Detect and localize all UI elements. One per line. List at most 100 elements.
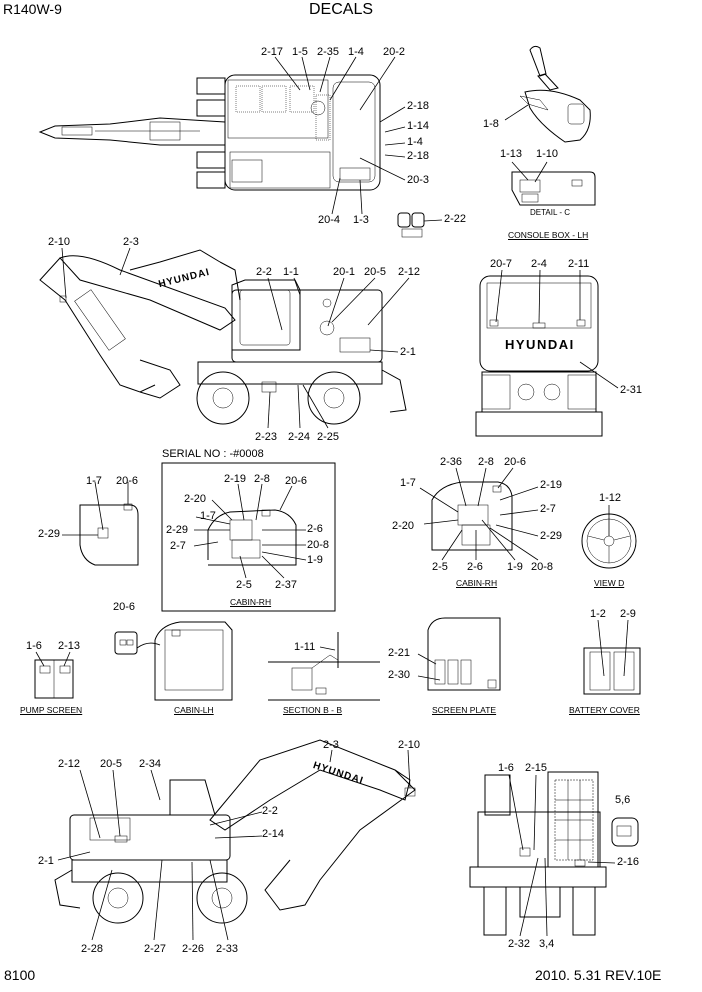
callout: 2-11 xyxy=(568,258,590,270)
callout: 2-1 xyxy=(400,346,416,358)
view-d-caption: VIEW D xyxy=(594,578,625,588)
callout: 2-18 xyxy=(407,150,430,162)
callout: 20-7 xyxy=(490,258,513,270)
top-view-drawing xyxy=(38,56,406,215)
callout: 2-5 xyxy=(236,579,252,591)
part-2-22-drawing xyxy=(397,212,443,238)
cab-right-drawing xyxy=(419,467,539,561)
callout: 1-7 xyxy=(86,475,102,487)
callout: 2-19 xyxy=(540,479,563,491)
callout: 2-23 xyxy=(255,431,278,443)
callout: 2-22 xyxy=(444,213,467,225)
callout: 2-31 xyxy=(620,384,643,396)
cabin-rh-caption: CABIN-RH xyxy=(456,578,498,588)
callout: 2-15 xyxy=(525,762,548,774)
callout: 20-6 xyxy=(113,601,136,613)
callout: 2-6 xyxy=(467,561,483,573)
callout: 1-7 xyxy=(200,510,216,522)
callout: 2-18 xyxy=(407,100,430,112)
callout: 2-29 xyxy=(38,528,61,540)
callout: 1-8 xyxy=(483,118,499,130)
callout: 1-1 xyxy=(283,266,299,278)
callout: 2-29 xyxy=(166,524,189,536)
callout: 20-4 xyxy=(318,214,341,226)
callout: 2-10 xyxy=(398,739,421,751)
callout: 2-37 xyxy=(275,579,298,591)
rear-view-drawing xyxy=(475,269,619,437)
callout: 20-6 xyxy=(116,475,139,487)
callout: 2-21 xyxy=(388,647,411,659)
callout: 2-4 xyxy=(531,258,547,270)
callout: 1-7 xyxy=(400,477,416,489)
callout: 2-16 xyxy=(617,856,640,868)
callout: 20-8 xyxy=(307,539,330,551)
callout: 2-7 xyxy=(540,503,556,515)
callout: 2-5 xyxy=(432,561,448,573)
callout: 1-4 xyxy=(348,46,364,58)
callout: 1-10 xyxy=(536,148,559,160)
callout: 20-5 xyxy=(364,266,387,278)
page-title: DECALS xyxy=(309,1,374,18)
callout: 2-24 xyxy=(288,431,311,443)
callout: 5,6 xyxy=(615,794,631,806)
callout: 1-13 xyxy=(500,148,523,160)
callout: 20-3 xyxy=(407,174,430,186)
callout: 2-1 xyxy=(38,855,54,867)
inset-box-drawing xyxy=(161,462,336,612)
cab-left-small-drawing xyxy=(62,481,139,566)
callout: 2-3 xyxy=(123,236,139,248)
section-bb-caption: SECTION B - B xyxy=(283,705,343,715)
callout: 2-20 xyxy=(392,520,415,532)
callout: 2-8 xyxy=(478,456,494,468)
callout: 20-5 xyxy=(100,758,123,770)
callout: 2-12 xyxy=(398,266,421,278)
callout: 2-25 xyxy=(317,431,340,443)
callout: 2-20 xyxy=(184,493,207,505)
brand-logo-rear: HYUNDAI xyxy=(505,337,575,352)
callout: 2-29 xyxy=(540,530,563,542)
side-view-left-drawing xyxy=(39,247,410,429)
section-bb-drawing xyxy=(268,632,380,701)
screen-plate-caption: SCREEN PLATE xyxy=(432,705,497,715)
callout: 2-9 xyxy=(620,608,636,620)
callout: 2-13 xyxy=(58,640,81,652)
callout: 1-11 xyxy=(294,641,316,653)
callout: 1-6 xyxy=(498,762,514,774)
callout: 2-26 xyxy=(182,943,205,955)
serial-number-note: SERIAL NO : -#0008 xyxy=(162,448,264,460)
callout: 20-1 xyxy=(333,266,356,278)
callout: 1-4 xyxy=(407,136,423,148)
callout: 1-6 xyxy=(26,640,42,652)
callout: 1-2 xyxy=(590,608,606,620)
callout: 1-5 xyxy=(292,46,308,58)
detail-c-caption: DETAIL - C xyxy=(530,208,571,217)
callout: 2-32 xyxy=(508,938,531,950)
callout: 3,4 xyxy=(539,938,555,950)
callout: 2-2 xyxy=(256,266,272,278)
front-view-drawing xyxy=(469,771,639,937)
callout: 2-19 xyxy=(224,473,247,485)
callout: 20-6 xyxy=(285,475,308,487)
screen-plate-drawing xyxy=(417,617,501,691)
revision-date: 2010. 5.31 REV.10E xyxy=(535,967,662,983)
callout: 2-8 xyxy=(254,473,270,485)
steering-wheel-drawing xyxy=(581,505,637,569)
callout: 2-12 xyxy=(58,758,81,770)
callout: 1-3 xyxy=(353,214,369,226)
cabin-lh-drawing xyxy=(114,621,233,701)
model-code: R140W-9 xyxy=(3,1,62,17)
cabin-lh-caption: CABIN-LH xyxy=(174,705,214,715)
callout: 2-3 xyxy=(323,739,339,751)
callout: 2-2 xyxy=(262,805,278,817)
callout: 1-12 xyxy=(599,492,622,504)
page-number: 8100 xyxy=(4,967,36,983)
pump-screen-caption: PUMP SCREEN xyxy=(20,705,83,715)
side-view-right-drawing xyxy=(54,739,416,941)
callout: 2-33 xyxy=(216,943,239,955)
callout: 20-2 xyxy=(383,46,406,58)
callout: 1-14 xyxy=(407,120,430,132)
callout: 1-9 xyxy=(307,554,323,566)
pump-screen-drawing xyxy=(34,651,74,699)
joystick-drawing xyxy=(504,45,591,143)
